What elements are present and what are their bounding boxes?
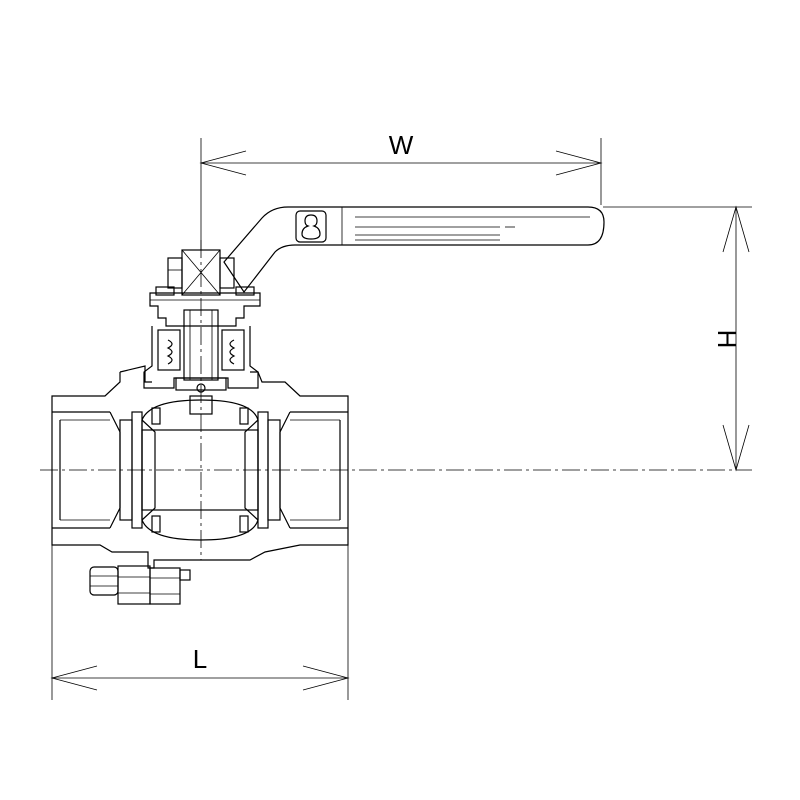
drain-plug: [89, 565, 191, 605]
dimension-label-h: H: [712, 330, 742, 349]
gland-flange: [149, 286, 261, 327]
valve-ball: [141, 399, 259, 541]
dimension-l: L: [50, 545, 350, 700]
valve-body: [51, 365, 349, 569]
dimension-h: H: [603, 205, 752, 472]
dimension-w: W: [199, 130, 603, 270]
dimension-label-l: L: [193, 644, 207, 674]
lever-handle: [223, 206, 605, 294]
lock-tab-icon: [295, 210, 327, 243]
dimension-label-w: W: [389, 130, 414, 160]
